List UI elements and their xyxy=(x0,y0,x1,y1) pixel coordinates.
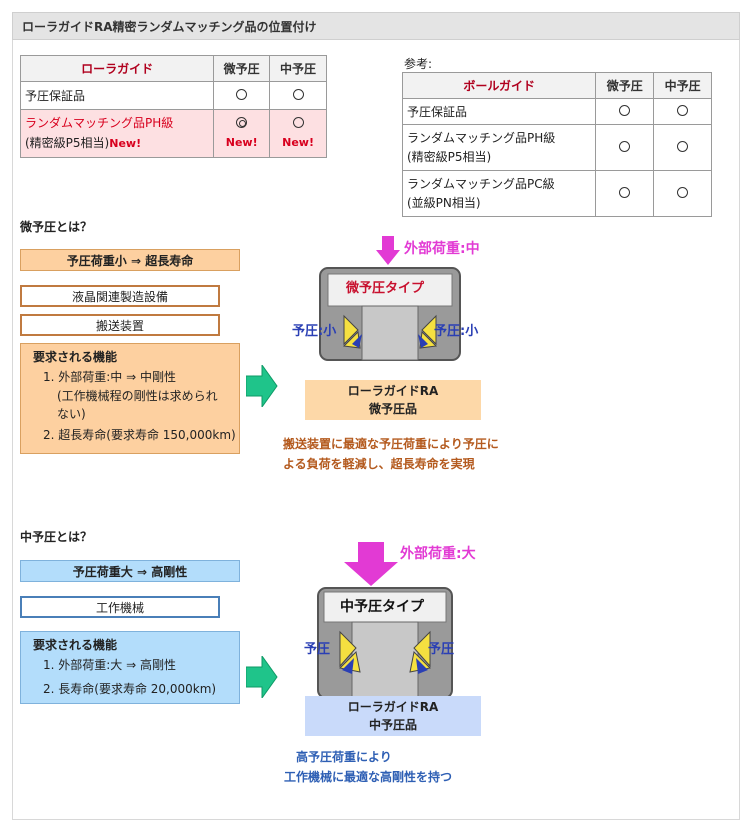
new-badge: New! xyxy=(282,136,314,149)
row-text: ランダムマッチング品PC級 xyxy=(407,176,555,191)
requirement-2: 2. 長寿命(要求寿命 20,000km) xyxy=(43,682,217,696)
external-load-large-label: 外部荷重:大 xyxy=(400,546,476,562)
light-preload-header: 微予圧 xyxy=(595,72,655,99)
requirements-heading: 要求される機能 xyxy=(33,638,118,652)
precision-grade-text: (精密級P5相当) xyxy=(25,136,110,150)
double-circle-icon xyxy=(236,117,248,128)
guaranteed-preload-label: 予圧保証品 xyxy=(19,81,215,110)
row-text: ランダムマッチング品PH級 xyxy=(407,130,556,145)
row-subtext: (並級PN相当) xyxy=(407,195,481,210)
table-cell xyxy=(269,81,327,110)
circle-icon xyxy=(619,140,631,152)
header-bar xyxy=(12,12,740,40)
circle-icon xyxy=(619,104,631,116)
medium-preload-header: 中予圧 xyxy=(653,72,712,99)
preload-left-label: 予圧 xyxy=(304,642,331,657)
caption-line-2: 中予圧品 xyxy=(368,718,417,732)
green-arrow-icon xyxy=(246,365,278,407)
table-cell xyxy=(213,81,271,110)
caption-line-1: ローラガイドRA xyxy=(347,384,439,398)
page-title: ローラガイドRA精密ランダムマッチング品の位置付け xyxy=(22,20,317,34)
light-product-caption: ローラガイドRA 微予圧品 xyxy=(305,380,481,420)
medium-preload-tag: 予圧荷重大 ⇒ 高剛性 xyxy=(20,560,240,582)
table-cell xyxy=(653,98,712,125)
table-cell xyxy=(653,124,712,171)
circle-icon xyxy=(236,88,248,100)
circle-icon xyxy=(677,104,689,116)
circle-icon xyxy=(292,88,304,100)
light-preload-note: 搬送装置に最適な予圧荷重により予圧による負荷を軽減し、超長寿命を実現 xyxy=(283,437,499,471)
light-requirements-box: 要求される機能 1. 外部荷重:中 ⇒ 中剛性 (工作機械程の剛性は求められない… xyxy=(20,343,240,454)
use-conveyor: 搬送装置 xyxy=(20,314,220,336)
ball-guide-table: ボールガイド 微予圧 中予圧 予圧保証品 ランダムマッチング品PH級 (精密級P… xyxy=(401,72,712,217)
green-arrow-icon xyxy=(246,656,278,698)
light-preload-type-label: 微予圧タイプ xyxy=(346,281,425,296)
ph-grade-text: PH級 xyxy=(145,116,174,130)
medium-preload-block-diagram xyxy=(317,587,453,699)
circle-icon xyxy=(292,117,304,128)
circle-icon xyxy=(619,186,631,198)
medium-requirements-box: 要求される機能 1. 外部荷重:大 ⇒ 高剛性 2. 長寿命(要求寿命 20,0… xyxy=(20,631,240,704)
light-preload-title: 微予圧とは？ xyxy=(20,220,93,234)
caption-line-2: 微予圧品 xyxy=(368,402,417,416)
new-badge: New! xyxy=(225,136,258,149)
requirement-2: 2. 超長寿命(要求寿命 150,000km) xyxy=(43,428,236,442)
light-preload-header: 微予圧 xyxy=(213,55,271,82)
medium-product-caption: ローラガイドRA 中予圧品 xyxy=(305,696,481,736)
load-arrow-icon xyxy=(344,542,398,586)
row-subtext: (精密級P5相当) xyxy=(407,149,492,164)
medium-preload-title: 中予圧とは？ xyxy=(20,530,93,544)
roller-guide-table: ローラガイド 微予圧 中予圧 予圧保証品 ランダムマッチング品PH級 (精密級P… xyxy=(19,55,327,158)
table-row-label: ランダムマッチング品PC級 (並級PN相当) xyxy=(401,170,597,217)
random-matching-label: ランダムマッチング品PH級 (精密級P5相当)New! xyxy=(19,109,215,158)
roller-guide-header: ローラガイド xyxy=(19,55,215,82)
medium-preload-note-2: 工作機械に最適な高剛性を持つ xyxy=(284,770,453,784)
requirement-1: 1. 外部荷重:大 ⇒ 高剛性 xyxy=(43,658,176,672)
caption-line-1: ローラガイドRA xyxy=(347,700,439,714)
table-cell: New! xyxy=(269,109,327,158)
use-lcd-equipment: 液晶関連製造設備 xyxy=(20,285,220,307)
ball-guide-header: ボールガイド xyxy=(401,72,597,99)
preload-small-left-label: 予圧:小 xyxy=(292,324,337,339)
new-badge: New! xyxy=(109,137,142,150)
table-row-label: ランダムマッチング品PH級 (精密級P5相当) xyxy=(401,124,597,171)
preload-small-right-label: 予圧:小 xyxy=(434,324,479,339)
random-matching-text: ランダムマッチング品 xyxy=(25,116,146,130)
table-row-label: 予圧保証品 xyxy=(401,98,597,125)
table-cell xyxy=(595,124,655,171)
table-cell xyxy=(653,170,712,217)
use-machine-tool: 工作機械 xyxy=(20,596,220,618)
load-arrow-icon xyxy=(376,236,400,265)
medium-preload-header: 中予圧 xyxy=(269,55,327,82)
table-cell xyxy=(595,98,655,125)
reference-label: 参考: xyxy=(404,57,433,71)
circle-icon xyxy=(677,140,689,152)
table-cell xyxy=(595,170,655,217)
light-preload-block-diagram xyxy=(319,267,461,361)
external-load-medium-label: 外部荷重:中 xyxy=(404,241,480,257)
circle-icon xyxy=(677,186,689,198)
medium-preload-type-label: 中予圧タイプ xyxy=(340,599,424,615)
requirement-1: 1. 外部荷重:中 ⇒ 中剛性 xyxy=(43,370,176,384)
light-preload-tag: 予圧荷重小 ⇒ 超長寿命 xyxy=(20,249,240,271)
requirements-heading: 要求される機能 xyxy=(33,350,118,364)
preload-right-label: 予圧 xyxy=(428,642,455,657)
table-cell: New! xyxy=(213,109,271,158)
requirement-1-note: (工作機械程の剛性は求められない) xyxy=(57,389,218,421)
medium-preload-note-1: 高予圧荷重により xyxy=(296,750,392,764)
